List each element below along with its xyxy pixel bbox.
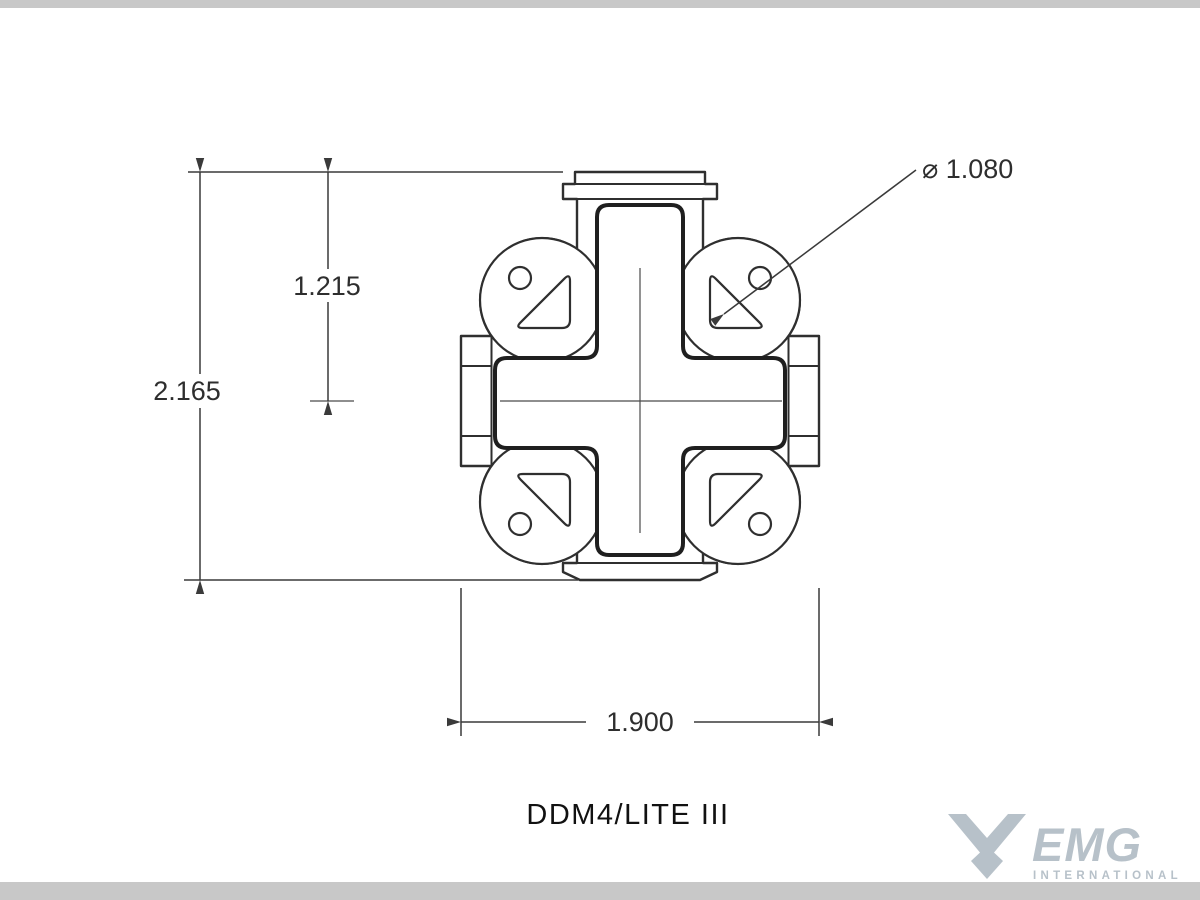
cross-section [310,170,821,582]
leader-line-diameter [710,169,917,326]
dimension-overall-height-label: 2.165 [153,376,221,406]
dimensions: 2.165 1.215 1.900 ⌀ 1.080 [137,154,1013,739]
diamond-shape [971,846,1003,879]
dimension-label-bg [137,374,238,408]
lobe-cutout-bottom-right [708,472,773,537]
dimension-label-bg [586,705,694,739]
bolt-hole [747,265,773,291]
drawing-title: DDM4/LITE III [526,799,729,831]
frame-bar-top [0,0,1200,8]
chevron-shape [948,814,1026,861]
logo-name: EMG [1032,818,1142,871]
triangle-cutout [517,275,572,330]
lobe-cutout-top-left [507,265,572,330]
bolt-hole [747,511,773,537]
triangle-cutout [517,472,572,527]
emg-logo: EMG INTERNATIONAL [948,814,1182,882]
dimension-overall-width-label: 1.900 [606,707,674,737]
bolt-hole [507,511,533,537]
emg-logo-mark-icon [948,814,1026,879]
dimension-diameter-label: ⌀ 1.080 [922,154,1013,184]
logo-subtitle: INTERNATIONAL [1033,870,1182,882]
detail-lines [461,183,819,564]
bolt-hole [507,265,533,291]
frame-bar-bottom [0,882,1200,900]
dimension-upper-height-label: 1.215 [293,271,361,301]
dimension-label-bg [286,269,368,302]
lobe-cutout-bottom-left [507,472,572,537]
triangle-cutout [708,472,763,527]
